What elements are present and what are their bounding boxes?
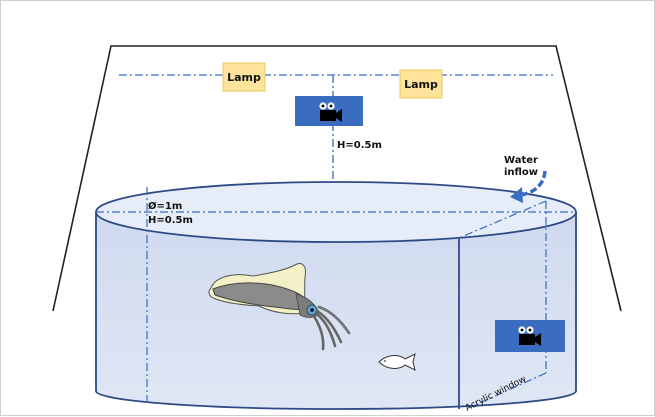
lamp-left: Lamp — [222, 62, 266, 92]
video-camera-icon — [518, 326, 541, 346]
lamp-right-label: Lamp — [404, 78, 438, 91]
water-inflow-label-2: inflow — [504, 167, 538, 178]
diameter-label: Ø=1m — [148, 200, 182, 212]
tank-height-label: H=0.5m — [148, 215, 193, 226]
camera-height-label: H=0.5m — [337, 140, 382, 151]
squid-icon — [208, 263, 351, 351]
side-camera — [495, 320, 565, 352]
window-diagonal-guide — [470, 372, 547, 408]
water-inflow-label-1: Water — [504, 155, 538, 166]
video-camera-icon — [319, 102, 342, 122]
fish-icon — [378, 353, 416, 371]
enclosure-frame — [52, 45, 622, 312]
lamp-left-label: Lamp — [227, 71, 261, 84]
top-camera — [295, 96, 363, 126]
curved-arrow-icon — [510, 170, 547, 203]
lamp-right: Lamp — [399, 69, 443, 99]
